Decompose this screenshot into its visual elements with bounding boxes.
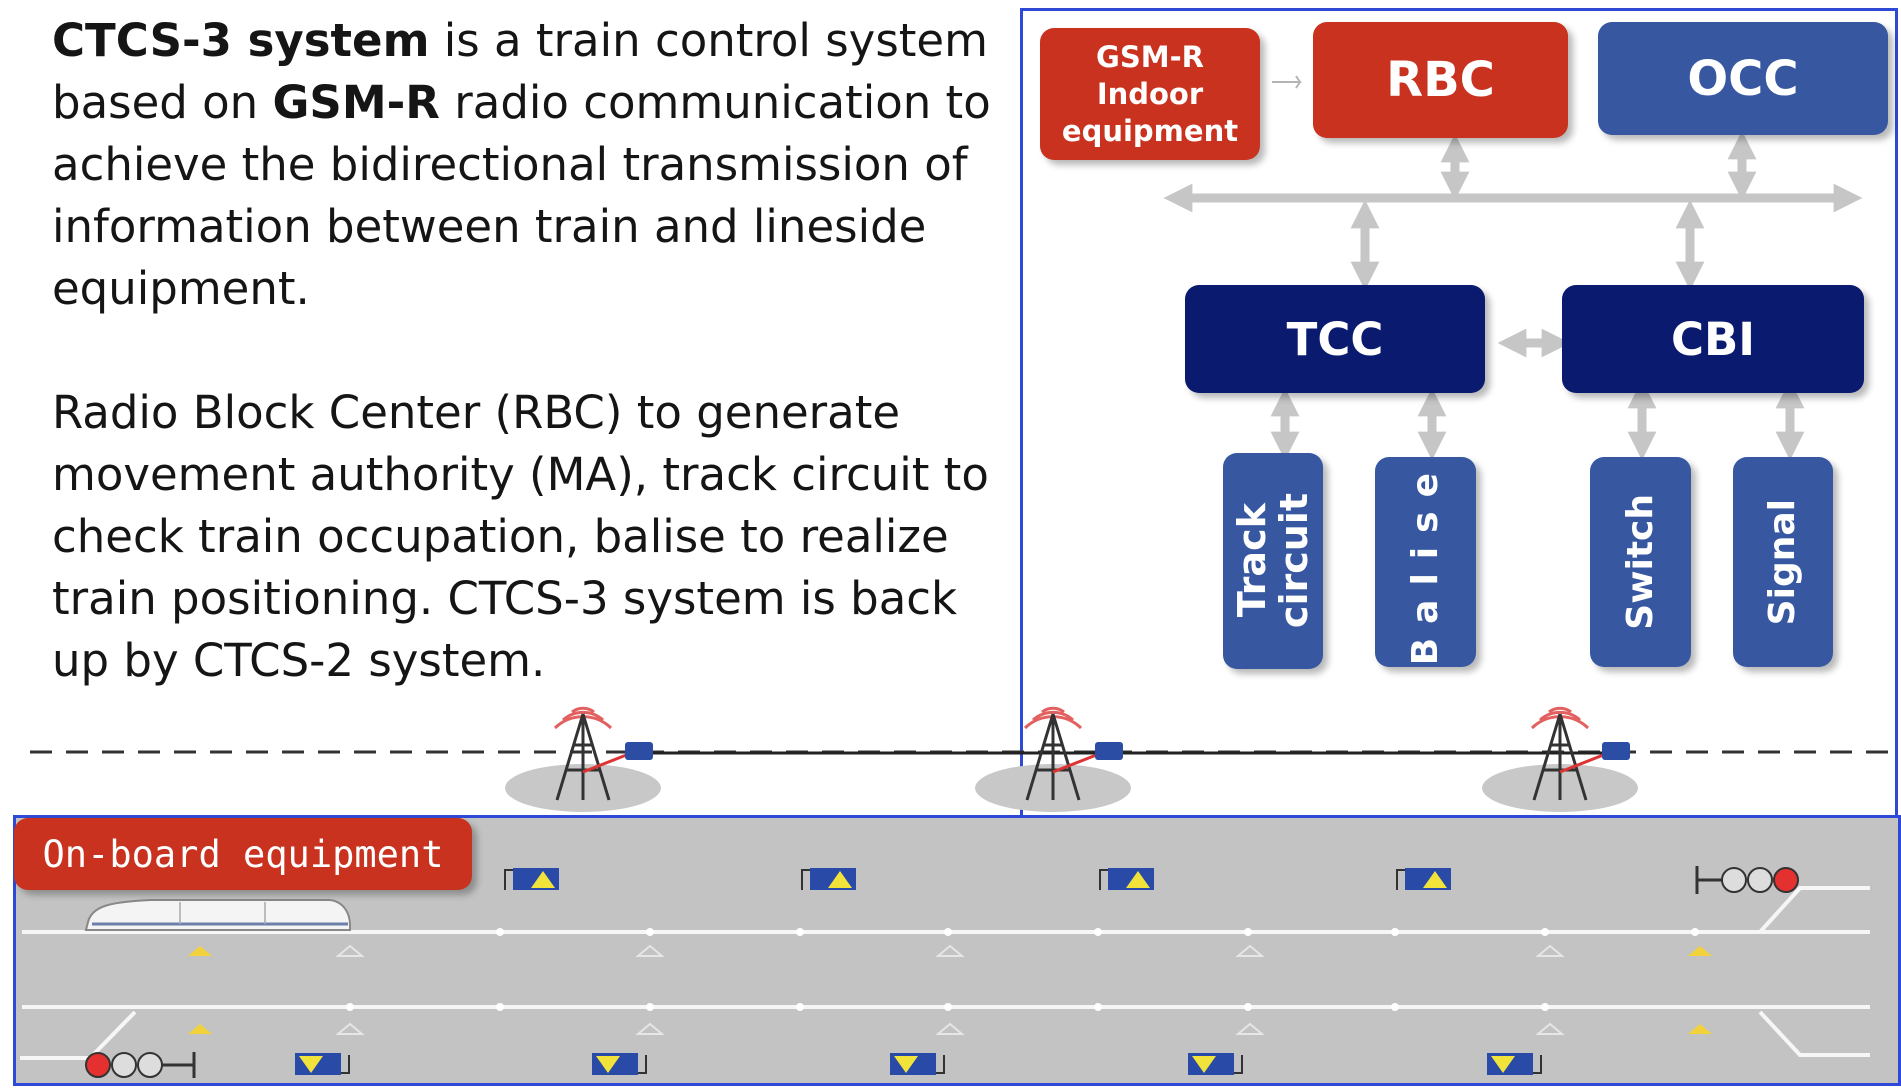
paragraph-rbc: Radio Block Center (RBC) to generate mov…	[52, 386, 989, 687]
paragraph-ctcs3: CTCS-3 system is a train control system …	[52, 10, 1012, 320]
rbc-node: RBC	[1313, 22, 1568, 138]
term-gsmr: GSM-R	[272, 76, 440, 129]
para1-text-2: radio communication to achieve the bidir…	[52, 76, 991, 315]
lower-left-switch	[20, 1010, 137, 1060]
lower-switch	[1758, 1010, 1870, 1057]
upper-switch	[1758, 886, 1870, 934]
balise-node: Balise	[1375, 457, 1476, 667]
radio-tower-1	[505, 706, 661, 812]
cbi-node: CBI	[1562, 285, 1864, 393]
radio-tower-2	[975, 706, 1131, 812]
occ-node: OCC	[1598, 22, 1888, 135]
description: CTCS-3 system is a train control system …	[52, 10, 1012, 692]
track-circuit-node: Track circuit	[1223, 453, 1323, 669]
signal-node: Signal	[1733, 457, 1833, 667]
lower-markers	[295, 1053, 1542, 1075]
upper-markers	[504, 868, 1451, 890]
switch-node: Switch	[1590, 457, 1691, 667]
gsmr-rbc-link	[1272, 75, 1302, 89]
gsmr-indoor-node: GSM-R Indoor equipment	[1040, 28, 1260, 160]
train	[84, 899, 351, 931]
radio-tower-3	[1482, 706, 1638, 812]
para1-text-1: is a train control system based on	[52, 14, 988, 129]
signal-lower-left	[85, 1052, 196, 1078]
signal-upper-right	[1695, 866, 1799, 894]
onboard-equipment-label: On-board equipment	[14, 818, 472, 890]
term-ctcs3: CTCS-3 system	[52, 14, 430, 67]
tcc-node: TCC	[1185, 285, 1485, 393]
